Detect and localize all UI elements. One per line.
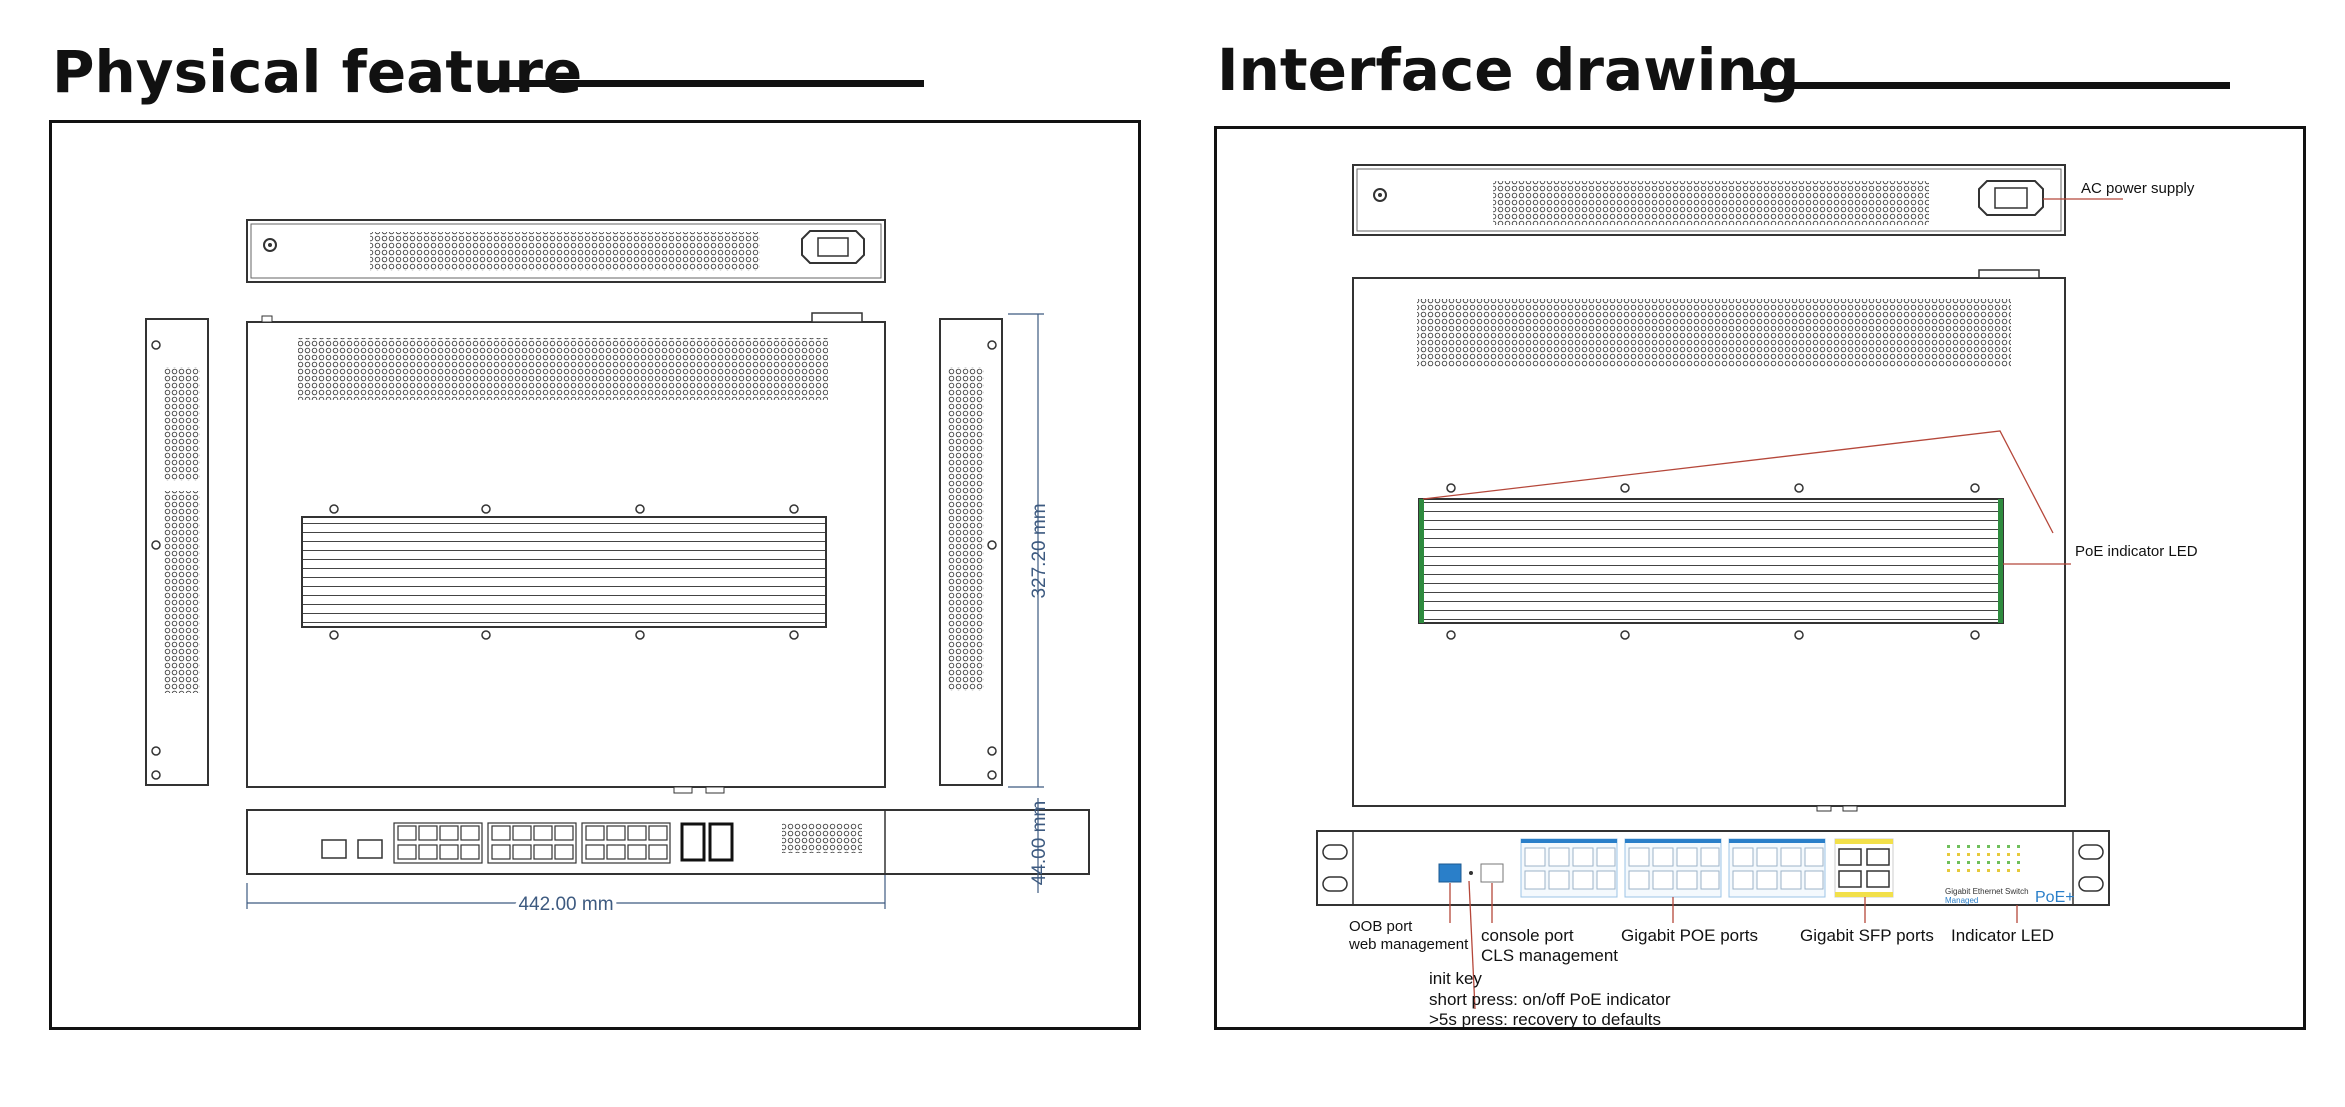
- rear-view: [246, 219, 886, 283]
- front-logo-line2: Managed: [1945, 896, 1978, 905]
- physical-feature-panel: 327.20 mm 44.00 mm 442.00 mm: [49, 120, 1141, 1030]
- right-side-view: [939, 318, 1003, 786]
- indicator-led-label: Indicator LED: [1951, 926, 2054, 945]
- console-port-label: console port: [1481, 926, 1574, 945]
- interface-drawing-panel: Gigabit Ethernet Switch Managed PoE+ AC …: [1214, 126, 2306, 1030]
- init-key-short-press-label: short press: on/off PoE indicator: [1429, 990, 1671, 1009]
- rear-view: [1352, 164, 2066, 236]
- gigabit-sfp-ports-label: Gigabit SFP ports: [1800, 926, 1934, 945]
- front-logo-line1: Gigabit Ethernet Switch: [1945, 887, 2029, 896]
- poe-indicator-led-label: PoE indicator LED: [2075, 543, 2198, 560]
- front-logo-brand: PoE+: [2035, 889, 2075, 906]
- top-view: [246, 312, 886, 794]
- physical-feature-title-rule: [482, 80, 924, 87]
- cls-management-label: CLS management: [1481, 946, 1618, 965]
- init-key-label: init key: [1429, 969, 1482, 988]
- height-dimension-label: 44.00 mm: [1029, 801, 1050, 885]
- width-dimension-label: 442.00 mm: [518, 894, 613, 915]
- left-side-view: [145, 318, 209, 786]
- gigabit-poe-ports-label: Gigabit POE ports: [1621, 926, 1758, 945]
- web-management-label: web management: [1348, 936, 1469, 953]
- physical-feature-title: Physical feature: [52, 38, 583, 106]
- depth-dimension-label: 327.20 mm: [1029, 503, 1050, 598]
- interface-drawing-title: Interface drawing: [1217, 36, 1800, 104]
- ac-power-supply-label: AC power supply: [2081, 180, 2195, 197]
- front-view: [246, 809, 1090, 875]
- front-view: Gigabit Ethernet Switch Managed PoE+: [1316, 830, 2110, 906]
- physical-feature-drawing: 327.20 mm 44.00 mm 442.00 mm: [145, 219, 1090, 919]
- interface-drawing-title-rule: [1752, 82, 2230, 89]
- interface-drawing: Gigabit Ethernet Switch Managed PoE+ AC …: [1316, 164, 2198, 1029]
- top-view: [1352, 269, 2066, 812]
- dimension-lines: [246, 313, 1044, 909]
- init-key-long-press-label: >5s press: recovery to defaults: [1429, 1010, 1661, 1027]
- oob-port-label: OOB port: [1349, 918, 1413, 935]
- callout-lines: [1422, 198, 2123, 1010]
